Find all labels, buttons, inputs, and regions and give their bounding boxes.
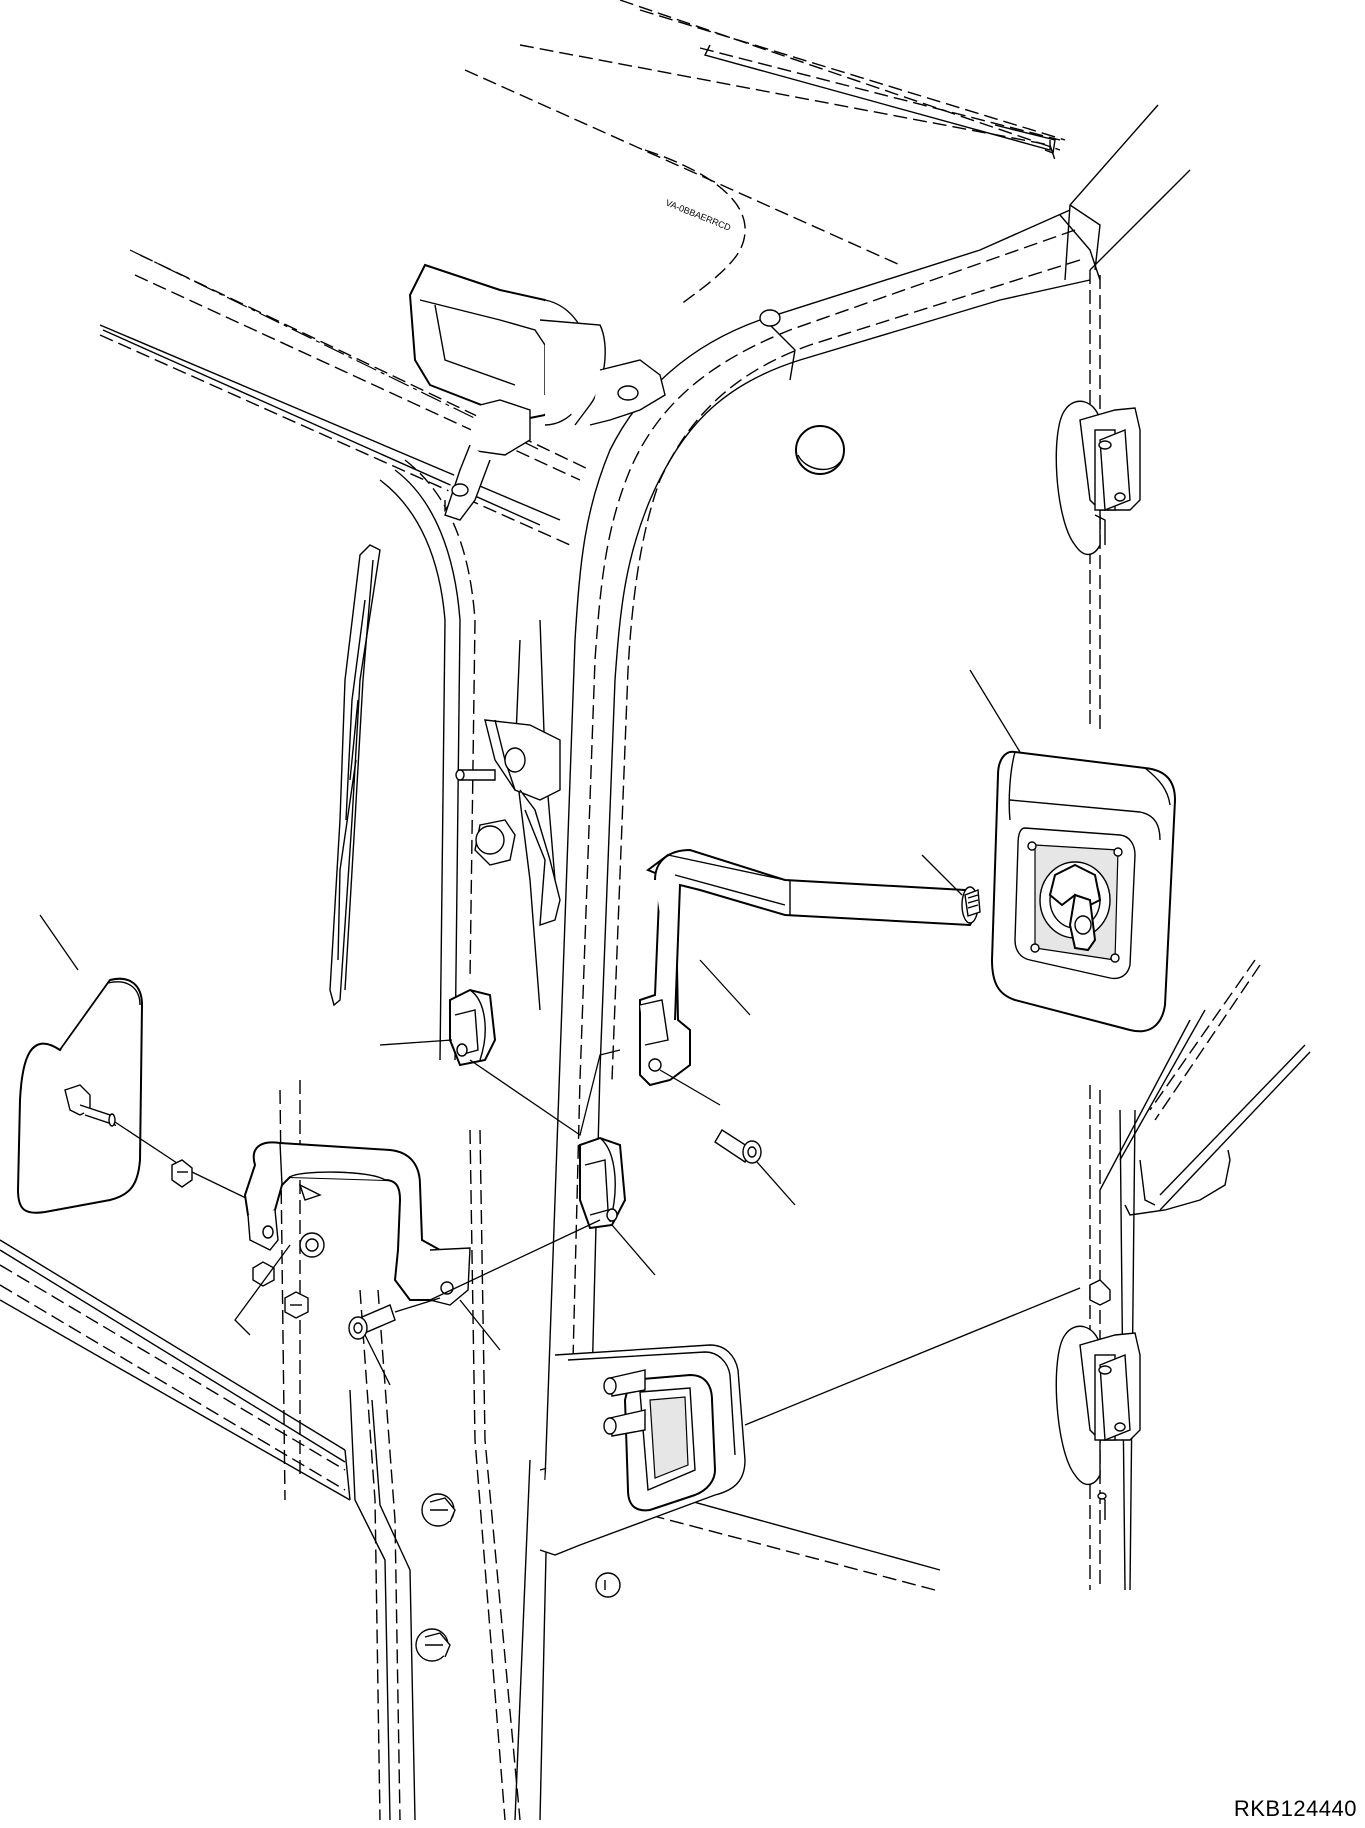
lower-door-hinge <box>1055 1279 1141 1520</box>
upper-door-hinge <box>1055 400 1141 556</box>
nut-1 <box>252 1261 275 1287</box>
left-mirror-axis <box>114 1121 181 1166</box>
left-mirror <box>16 977 144 1214</box>
bolt-right-leader <box>756 1161 796 1206</box>
nut-axis <box>191 1171 251 1201</box>
door-handle-axis <box>744 1287 1081 1426</box>
mirror-threaded-stub <box>964 889 981 917</box>
clamp-upper-left <box>449 988 497 1067</box>
bolt-left-axis <box>394 1297 441 1313</box>
wiper-blade <box>329 544 381 1007</box>
right-mirror-leader <box>969 669 1021 753</box>
clamp-upper-left-leader <box>379 1039 453 1046</box>
bolt-left <box>348 1304 396 1340</box>
wiper-pivot <box>455 719 561 926</box>
cab-roof-outline <box>464 0 1191 281</box>
stub-leader <box>921 854 963 896</box>
left-mirror-stay <box>243 1141 471 1306</box>
clamp-axis-1 <box>469 1049 621 1137</box>
cab-label: VA-0BBAERRCD <box>664 198 733 233</box>
left-mirror-leader <box>39 914 79 971</box>
right-mirror-stay-leader <box>699 959 751 1016</box>
pillar-plug-upper <box>421 1493 456 1527</box>
mirror-nut <box>171 1159 193 1188</box>
nut-axis-2 <box>234 1244 291 1336</box>
clamp-axis-2 <box>429 1219 601 1301</box>
work-light <box>408 263 666 521</box>
cab-lower-frame <box>0 1239 351 1501</box>
stay-leader <box>459 1299 501 1351</box>
right-mirror <box>990 750 1177 1033</box>
weld-nut-upper <box>299 1232 325 1258</box>
pillar-grommet <box>795 425 845 475</box>
bolt-left-leader <box>364 1334 391 1386</box>
pillar-bolt-head <box>759 309 781 327</box>
drawing-reference-code: RKB124440 <box>1233 1796 1357 1821</box>
nut-2 <box>284 1291 309 1319</box>
clamp-lower-left <box>579 1136 627 1230</box>
cab-left-pillar <box>279 459 556 1821</box>
right-mirror-stay <box>639 848 979 1087</box>
bolt-right <box>714 1129 762 1164</box>
right-stay-axis <box>659 1069 721 1106</box>
clamp-lower-left-leader <box>611 1224 656 1276</box>
pillar-plug-lower <box>415 1628 451 1662</box>
door-handle-plate <box>539 1344 746 1598</box>
